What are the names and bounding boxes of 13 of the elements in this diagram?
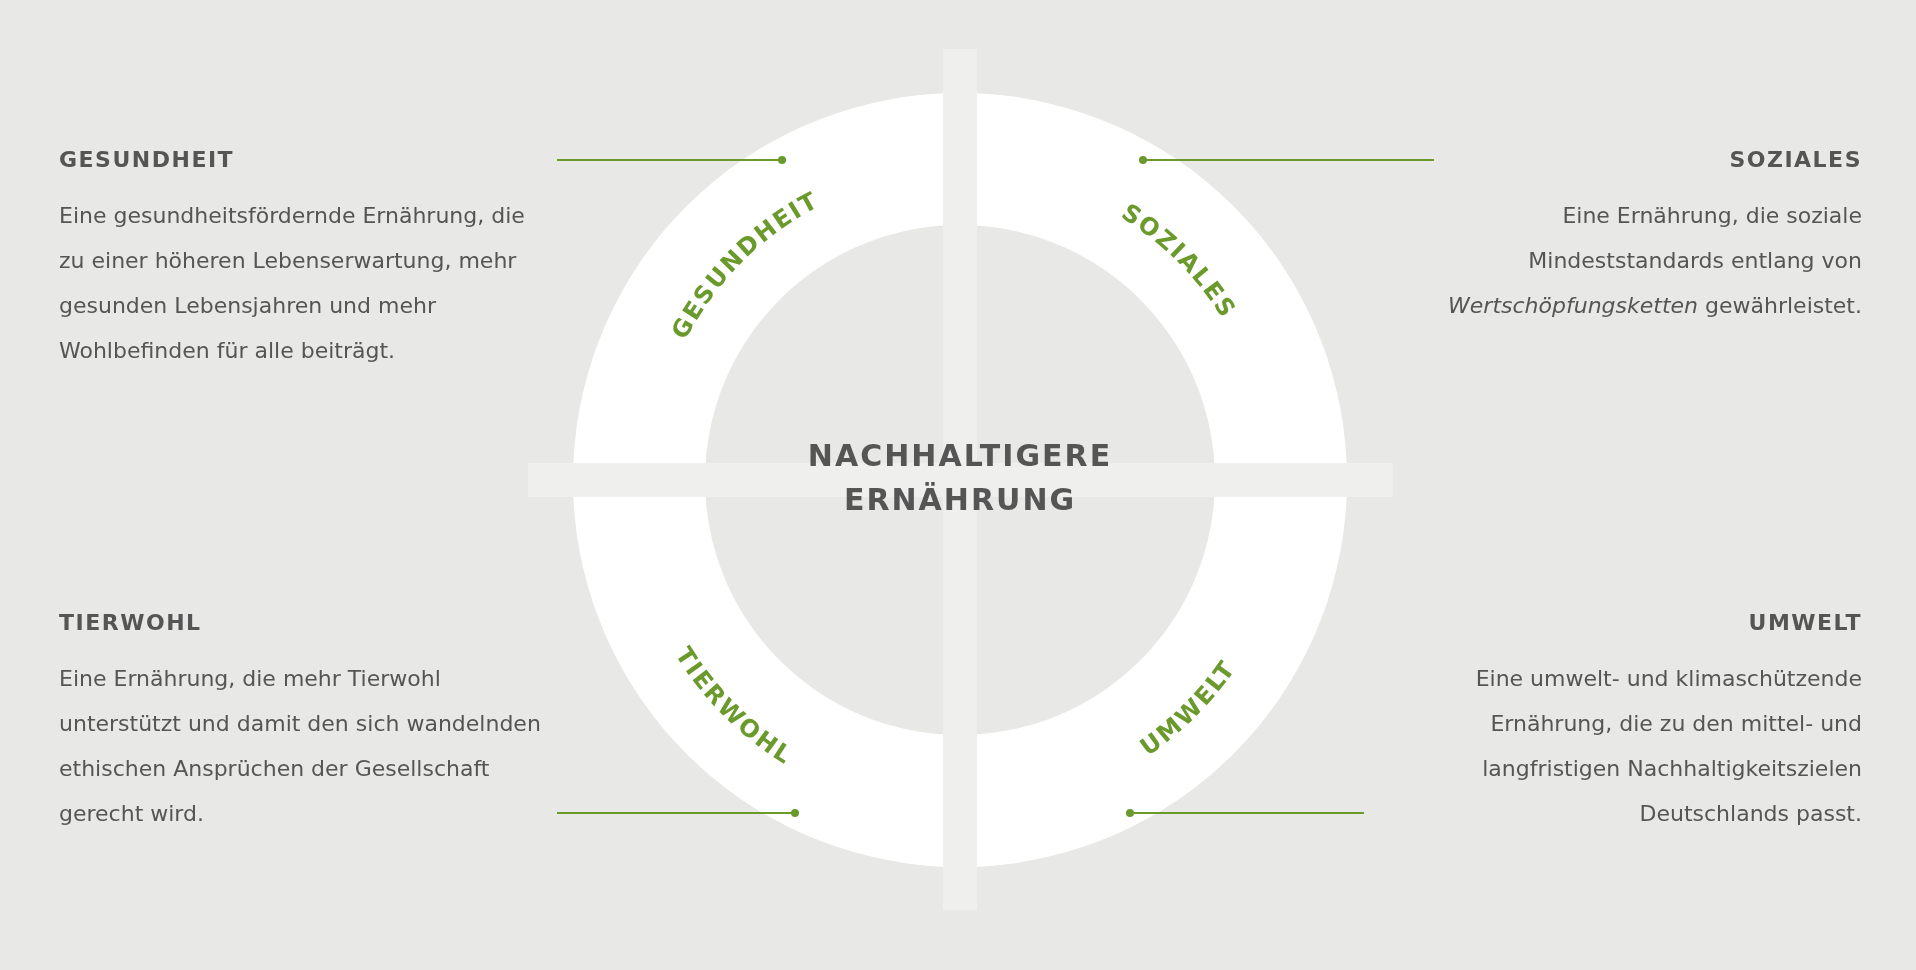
leader-line	[1126, 809, 1365, 817]
heading: TIERWOHL	[59, 609, 203, 637]
description-text: Eine umwelt- und klimaschützende Ernährung, die zu den mittel- und langfristigen Nachhaltigkeitszielen Deutschlands passt.	[1474, 665, 1862, 828]
description-text: Eine Ernährung, die mehr Tierwohl unterstützt und damit den sich wandelnden ethischen Ansprüchen der Gesellschaft gerecht wird.	[59, 665, 542, 828]
description-text: Eine Ernährung, die soziale Mindeststandards entlang von Wertschöpfungsketten gewährleistet.	[1447, 202, 1862, 320]
leader-line	[556, 809, 799, 817]
description-text: Eine gesundheitsfördernde Ernährung, die zu einer höheren Lebenserwartung, mehr gesunden Lebensjahren und mehr Wohlbefinden für alle beiträgt.	[59, 202, 526, 365]
heading: UMWELT	[1747, 609, 1862, 637]
leader-line	[556, 156, 786, 164]
heading: GESUNDHEIT	[59, 146, 236, 174]
heading: SOZIALES	[1728, 146, 1862, 174]
leader-line	[1139, 156, 1435, 164]
center-title: NACHHALTIGERE ERNÄHRUNG	[806, 437, 1114, 519]
